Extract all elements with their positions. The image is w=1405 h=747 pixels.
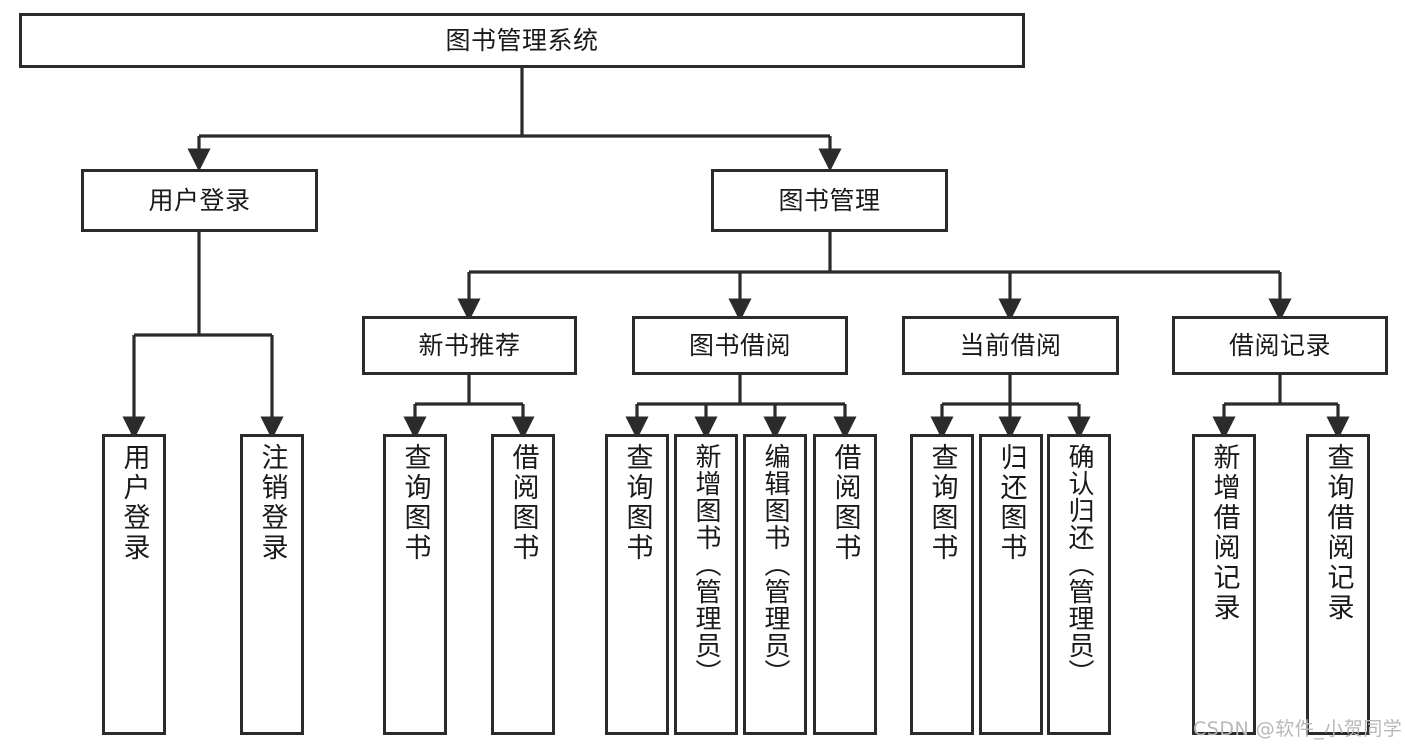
node-leaf-query-book-1-label: 查询图书 xyxy=(399,443,431,563)
node-leaf-return-book-label: 归还图书 xyxy=(995,443,1027,563)
node-leaf-add-record[interactable]: 新增借阅记录 xyxy=(1192,434,1256,735)
node-leaf-borrow-book-1-label: 借阅图书 xyxy=(507,443,539,563)
node-leaf-query-record-label: 查询借阅记录 xyxy=(1322,443,1354,623)
node-leaf-query-book-2[interactable]: 查询图书 xyxy=(605,434,669,735)
node-leaf-edit-book[interactable]: 编辑图书（管理员） xyxy=(743,434,807,735)
node-leaf-logout[interactable]: 注销登录 xyxy=(240,434,304,735)
node-user-login[interactable]: 用户登录 xyxy=(81,169,318,232)
node-root-label: 图书管理系统 xyxy=(445,25,599,55)
node-leaf-return-book[interactable]: 归还图书 xyxy=(979,434,1043,735)
node-borrow-record-label: 借阅记录 xyxy=(1228,330,1331,360)
node-leaf-user-login[interactable]: 用户登录 xyxy=(102,434,166,735)
node-leaf-user-login-label: 用户登录 xyxy=(118,443,150,563)
node-current-borrow[interactable]: 当前借阅 xyxy=(902,316,1119,375)
node-book-borrow[interactable]: 图书借阅 xyxy=(632,316,848,375)
node-leaf-query-record[interactable]: 查询借阅记录 xyxy=(1306,434,1370,735)
node-new-book-recommend[interactable]: 新书推荐 xyxy=(362,316,577,375)
node-leaf-borrow-book-1[interactable]: 借阅图书 xyxy=(491,434,555,735)
node-leaf-query-book-3-label: 查询图书 xyxy=(926,443,958,563)
node-leaf-add-book-label: 新增图书（管理员） xyxy=(691,443,721,686)
node-book-manage[interactable]: 图书管理 xyxy=(711,169,948,232)
node-leaf-query-book-3[interactable]: 查询图书 xyxy=(910,434,974,735)
node-leaf-borrow-book-2[interactable]: 借阅图书 xyxy=(813,434,877,735)
node-root[interactable]: 图书管理系统 xyxy=(19,13,1025,68)
node-borrow-record[interactable]: 借阅记录 xyxy=(1172,316,1388,375)
node-leaf-add-book[interactable]: 新增图书（管理员） xyxy=(674,434,738,735)
node-leaf-logout-label: 注销登录 xyxy=(256,443,288,563)
node-leaf-query-book-2-label: 查询图书 xyxy=(621,443,653,563)
node-leaf-borrow-book-2-label: 借阅图书 xyxy=(829,443,861,563)
node-leaf-confirm-return-label: 确认归还（管理员） xyxy=(1064,443,1094,686)
node-user-login-label: 用户登录 xyxy=(148,185,251,215)
node-book-manage-label: 图书管理 xyxy=(778,185,881,215)
node-leaf-confirm-return[interactable]: 确认归还（管理员） xyxy=(1047,434,1111,735)
node-book-borrow-label: 图书借阅 xyxy=(688,330,791,360)
node-leaf-add-record-label: 新增借阅记录 xyxy=(1208,443,1240,623)
node-leaf-edit-book-label: 编辑图书（管理员） xyxy=(760,443,790,686)
node-new-book-recommend-label: 新书推荐 xyxy=(418,330,521,360)
node-current-borrow-label: 当前借阅 xyxy=(959,330,1062,360)
node-leaf-query-book-1[interactable]: 查询图书 xyxy=(383,434,447,735)
